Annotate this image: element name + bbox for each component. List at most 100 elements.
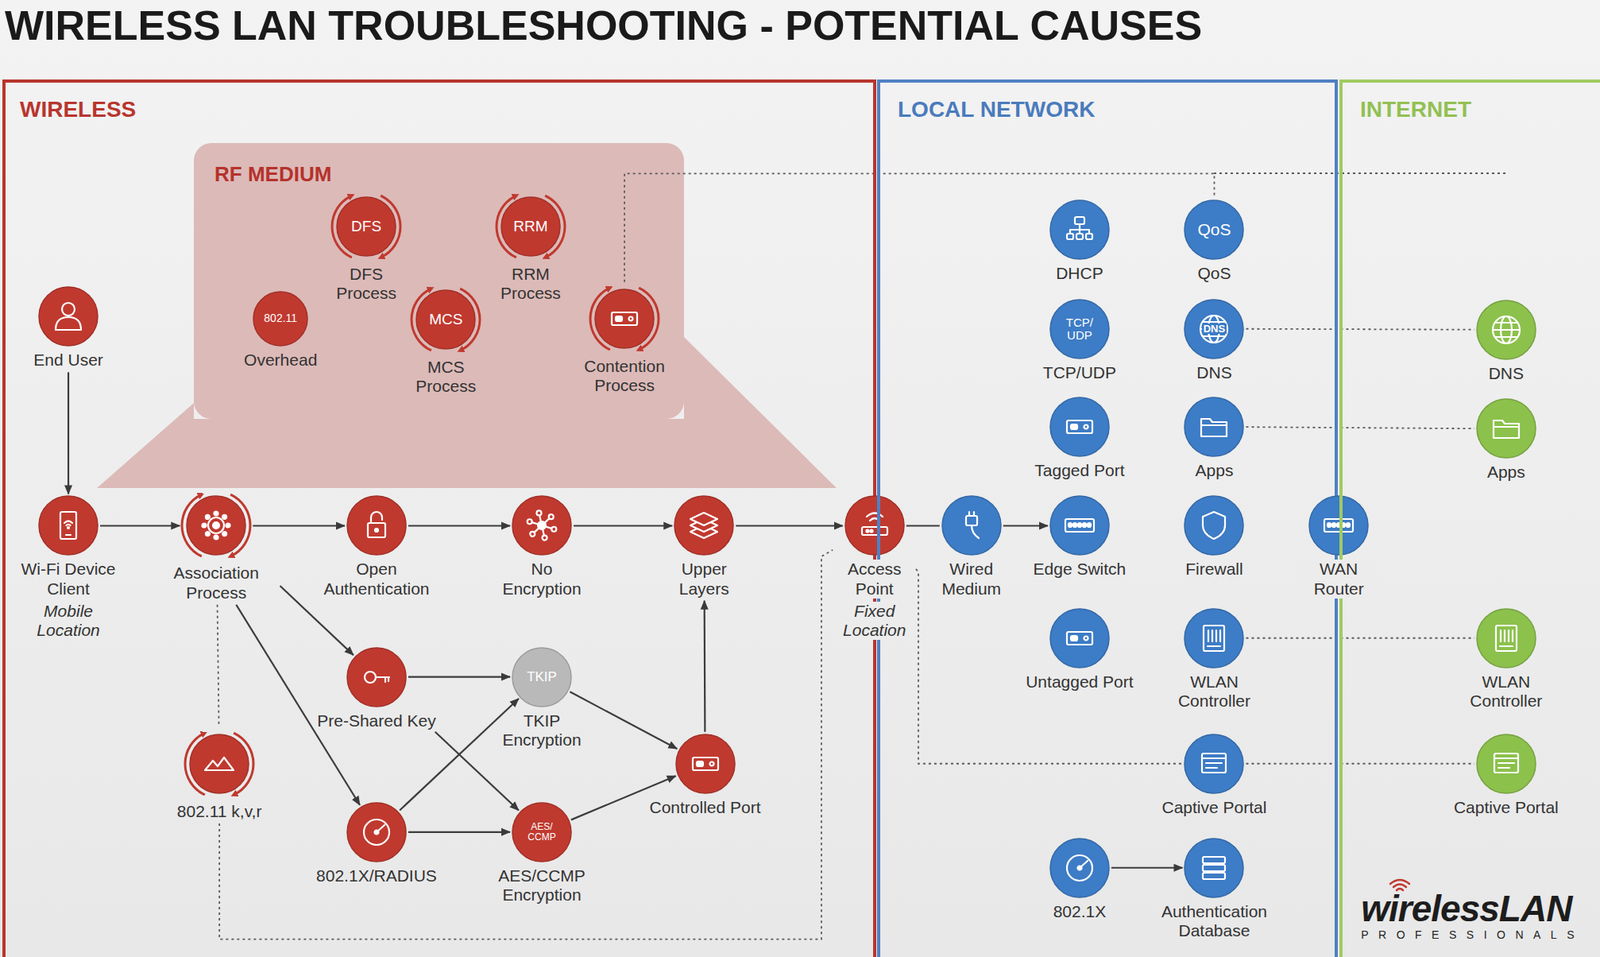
rect-part [692,757,719,770]
path-part [539,515,542,522]
icon-holder [494,490,590,560]
arrow-connector [1003,524,1048,526]
g-part [512,647,572,707]
node-label: No Encryption [494,559,590,598]
arrow-connector [569,691,677,749]
arrow-connector [735,524,843,526]
component-node: TCP/ UDP TCP/UDP [1017,294,1142,383]
icon-text: TCP/ UDP [1061,316,1098,342]
circle-part [214,535,219,540]
node-label: Mobile Location [12,601,124,640]
g-part [332,195,401,258]
region-heading: INTERNET [1360,96,1589,123]
node-label: Upper Layers [664,559,744,598]
g-part [253,291,308,346]
cycle-arrow [496,195,517,258]
icon-holder [1017,603,1142,673]
component-node: Controlled Port [643,729,768,817]
rect-part [1203,625,1225,651]
icon-holder [313,642,441,712]
component-node: 802.1X [1017,833,1142,921]
component-node: MCSMCS Process [405,281,486,396]
g-part [512,802,572,862]
g-part [1184,608,1244,668]
node-icon [861,513,888,536]
path-part [1393,884,1407,888]
icon-holder [314,490,439,560]
node-circle [1050,397,1110,457]
component-node: DNS [1444,295,1569,383]
circle-part [374,528,379,532]
circle-part [551,526,557,532]
icon-holder [1446,603,1566,673]
icon-circle [34,282,103,351]
region-band: RF MEDIUMDFSDFS ProcessRRMRRM Process802… [193,142,685,419]
rect-part [1085,233,1093,240]
component-node: Upper Layers [664,490,744,598]
g-part [1476,398,1536,458]
rect-part [615,316,623,321]
rect-part [1070,635,1078,641]
node-label: Captive Portal [1151,797,1276,817]
node-label: Edge Switch [1017,559,1142,579]
path-part [1503,629,1506,642]
dotted-link [1245,762,1474,765]
icon-holder [12,282,124,351]
cycle-arrow [380,195,401,258]
path-part [1201,418,1227,437]
node-circle [1184,838,1244,897]
rect-part [1346,522,1350,527]
icon-holder [834,490,915,560]
path-part [545,526,553,529]
icon-circle [1179,603,1249,673]
component-node: 802.11 k,v,r [157,725,282,821]
node-label: Contention Process [572,356,677,395]
node-circle [336,197,396,256]
icon-circle [586,280,663,357]
g-part [96,142,1507,890]
rect-part [1070,424,1078,429]
path-part [971,525,979,538]
path-part [533,528,539,533]
circle-part [1077,865,1082,870]
node-icon [1066,420,1093,433]
icon-holder [1444,295,1569,364]
node-label: Wired Medium [931,559,1012,598]
node-circle [595,289,654,348]
g-part [1050,838,1110,897]
icon-holder [1151,833,1276,902]
rect-part [1076,233,1083,240]
node-label: Untagged Port [1017,672,1142,692]
circle-part [542,535,548,541]
path-part [969,511,974,516]
g-part [676,734,735,793]
node-label: DNS [1151,363,1276,383]
node-label: 802.11 k,v,r [157,801,282,821]
icon-circle [1179,833,1249,902]
node-circle [1184,495,1244,555]
circle-part [363,819,390,845]
icon-holder: 802.11 [236,286,325,351]
icon-circle [1045,833,1114,902]
circle-part [212,521,220,529]
component-node: Wired Medium [931,490,1012,598]
circle-part [548,514,554,520]
node-circle [1476,398,1536,458]
node-label: TCP/UDP [1017,363,1142,383]
arrow-connector [100,524,180,526]
path-part [1494,757,1519,768]
node-icon [692,757,719,770]
icon-circle [342,797,411,866]
arrow-connector [252,524,345,526]
path-part [1499,645,1513,647]
node-icon [364,671,390,683]
cycle-arrow [230,494,251,557]
node-label: MCS Process [405,357,486,396]
node-icon [1495,625,1517,651]
node-icon [1066,216,1093,240]
g-part [181,494,251,557]
g-part [185,732,254,795]
node-circle [347,495,406,555]
icon-circle [1472,603,1541,673]
rf-medium-fill [193,142,685,419]
